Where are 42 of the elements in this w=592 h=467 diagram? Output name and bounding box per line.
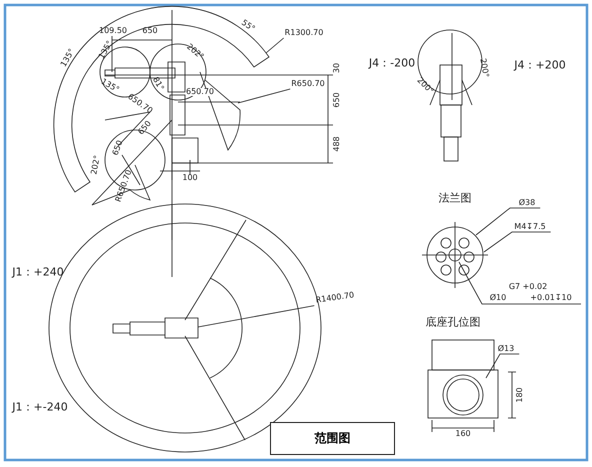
dimension-label: M4↧7.5 xyxy=(514,223,546,231)
dimension-label: 650 xyxy=(112,139,124,157)
dimension-label: 650 xyxy=(333,92,341,108)
dimension-label: 109.50 xyxy=(99,27,127,35)
dimension-label: 135° xyxy=(100,78,120,94)
leader-line xyxy=(476,208,541,236)
joint-range-label: J1：+-240 xyxy=(12,402,68,412)
leader-line xyxy=(486,354,520,378)
leader-line xyxy=(266,38,284,54)
dimension-label: 55° xyxy=(240,18,256,34)
dimension-label: 650.70 xyxy=(186,88,214,96)
dimension-label: 488 xyxy=(333,136,341,152)
dimension-label: Ø38 xyxy=(518,199,536,207)
dimension-label: R1300.70 xyxy=(284,29,324,37)
dimension-label: 200° xyxy=(478,58,490,78)
base-plate-drawing xyxy=(428,340,498,418)
dimension-label: R1400.70 xyxy=(315,291,355,305)
view-caption: 法兰图 xyxy=(438,192,472,204)
dimension-label: 30 xyxy=(333,62,341,74)
view-caption: 底座孔位图 xyxy=(426,316,480,328)
leader-line xyxy=(458,262,582,304)
joint-range-label: J4：-200 xyxy=(368,58,416,68)
joint-range-label: J1：+240 xyxy=(12,266,64,278)
dimension-label: Ø13 xyxy=(498,345,514,353)
dimension-label: 650 xyxy=(137,120,153,136)
leader-line xyxy=(198,305,315,328)
dimension-label: 160 xyxy=(455,430,471,438)
dimension-label: 202° xyxy=(90,154,102,176)
dimension-label: Ø10 xyxy=(490,294,506,302)
dimension-label: 650 xyxy=(142,27,158,35)
dimension-label: R650.70 xyxy=(291,80,325,88)
dimension-label: 81° xyxy=(151,76,165,92)
title-block: 范围图 xyxy=(270,422,395,455)
dimension-label: G7 +0.02 xyxy=(508,283,548,291)
dimension-label: +0.01↧10 xyxy=(530,294,572,302)
dimension-label: 180 xyxy=(516,387,524,403)
joint-range-label: J4：+200 xyxy=(514,60,566,70)
leader-line xyxy=(484,232,552,252)
dimension-label: 100 xyxy=(182,174,198,182)
leader-line xyxy=(238,88,291,104)
dimension-label: 202° xyxy=(185,42,205,62)
flange-drawing xyxy=(422,222,488,288)
